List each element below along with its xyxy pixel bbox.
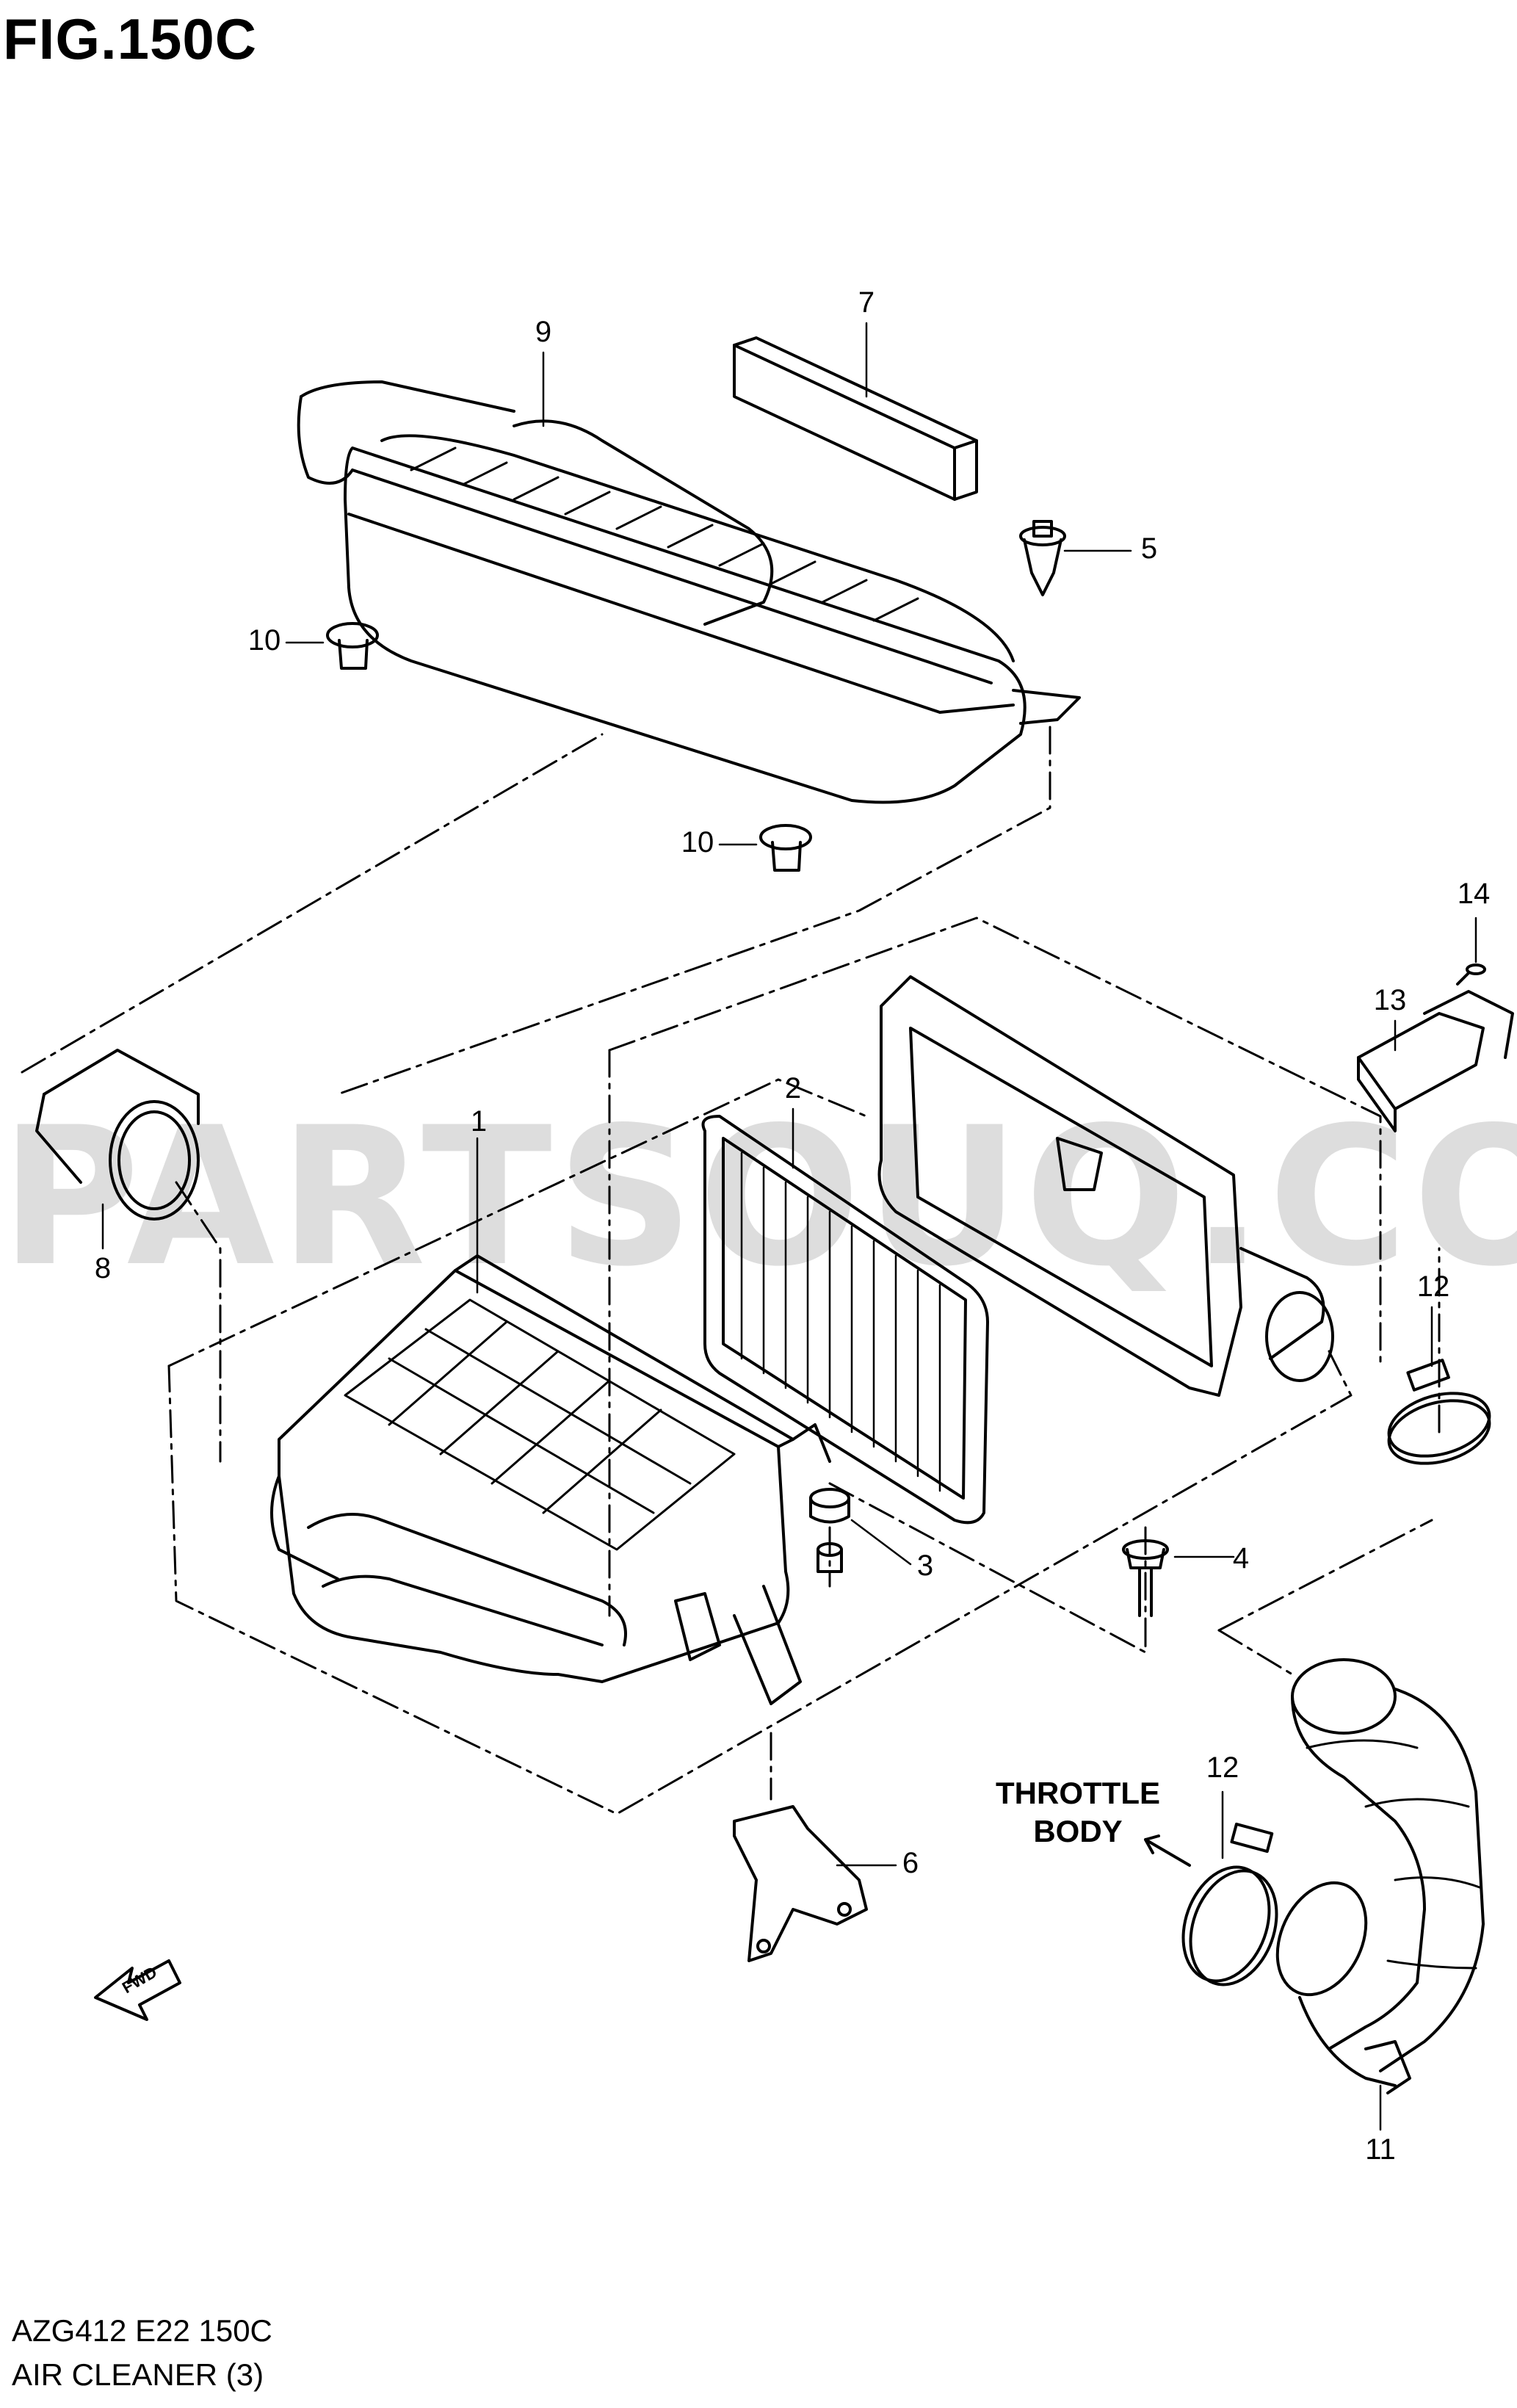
part-8-duct-sleeve xyxy=(35,1049,200,1221)
figure-code: AZG412 E22 150C xyxy=(12,2313,272,2348)
callout-6: 6 xyxy=(902,1847,919,1879)
callout-9: 9 xyxy=(535,316,552,348)
throttle-body-arrow xyxy=(1144,1834,1191,1867)
callout-11: 11 xyxy=(1365,2133,1396,2166)
part-11-intake-hose xyxy=(1275,1658,1485,2094)
callout-10b: 10 xyxy=(681,826,714,858)
part-13-airflow-sensor xyxy=(1357,990,1514,1132)
callout-4: 4 xyxy=(1232,1542,1250,1574)
part-3-grommet xyxy=(809,1488,850,1573)
callout-7: 7 xyxy=(858,286,875,319)
part-10-clip-lower xyxy=(759,824,812,872)
part-10-clip-upper xyxy=(326,622,379,670)
throttle-body-label-line2: BODY xyxy=(1033,1814,1123,1848)
callout-5: 5 xyxy=(1140,532,1158,565)
callout-14: 14 xyxy=(1457,878,1491,910)
part-5-clip xyxy=(1019,520,1066,596)
part-1-lower-case xyxy=(270,1254,831,1705)
part-14-screw xyxy=(1456,963,1486,986)
watermark: PARTSOUQ.COM xyxy=(0,1087,1517,1309)
fwd-arrow xyxy=(94,1959,181,2021)
callout-12a: 12 xyxy=(1416,1270,1450,1303)
part-12-clamp-lower xyxy=(1181,1822,1278,1986)
cover-frame xyxy=(877,975,1334,1397)
callout-3: 3 xyxy=(916,1550,934,1582)
part-2-filter-element xyxy=(701,1115,989,1525)
throttle-body-label-line1: THROTTLE xyxy=(996,1776,1160,1810)
assembly-dash-lines xyxy=(21,726,1441,1815)
callout-1: 1 xyxy=(470,1105,488,1138)
callout-8: 8 xyxy=(94,1252,112,1284)
callout-12b: 12 xyxy=(1206,1751,1239,1784)
figure-name: AIR CLEANER (3) xyxy=(12,2357,264,2392)
part-6-bracket xyxy=(733,1805,868,1962)
figure-title: FIG.150C xyxy=(3,7,258,71)
part-7-foam-strip xyxy=(733,336,978,501)
leader-lines xyxy=(101,322,1477,2131)
callout-10a: 10 xyxy=(247,624,281,657)
callout-13: 13 xyxy=(1373,984,1407,1016)
callout-2: 2 xyxy=(784,1072,802,1104)
part-12-clamp-upper xyxy=(1387,1359,1491,1465)
part-4-bolt xyxy=(1122,1539,1169,1617)
